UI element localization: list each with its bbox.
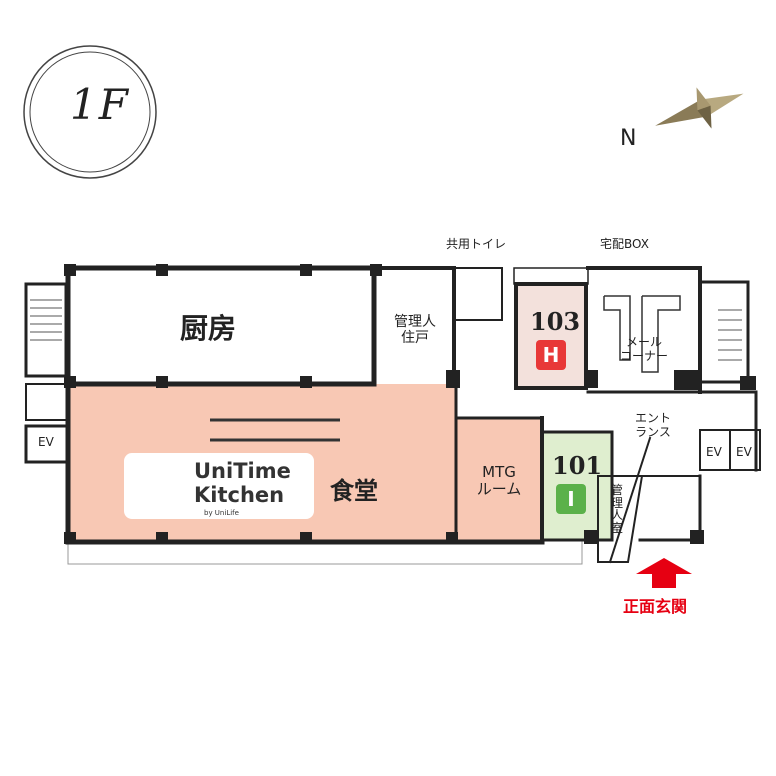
- manager-residence-line2: 住戸: [401, 330, 429, 347]
- mail-corner-label: メール コーナー: [618, 335, 670, 364]
- entrance-label: エント ランス: [630, 411, 676, 440]
- manager-office-char1: 管: [610, 483, 623, 497]
- walls: [24, 265, 761, 564]
- manager-residence-label: 管理人 住戸: [386, 314, 444, 346]
- mtg-room-line1: MTG: [482, 463, 516, 481]
- dining-label: 食堂: [330, 477, 378, 505]
- unit-103-tag: H: [536, 340, 566, 370]
- mtg-room-label: MTG ルーム: [462, 463, 536, 499]
- manager-office-char2: 理: [610, 495, 623, 510]
- logo-line1: UniTime: [194, 459, 291, 483]
- mail-corner-line1: メール: [625, 335, 662, 349]
- ev-label-left: EV: [38, 435, 54, 449]
- unit-103-number: 103: [530, 307, 581, 336]
- floor-label: 1F: [70, 80, 130, 129]
- logo-byline: by UniLife: [204, 509, 239, 517]
- kitchen-label: 厨房: [180, 312, 237, 345]
- shared-toilet-label: 共用トイレ: [446, 237, 507, 251]
- mailbox-structures: [603, 295, 681, 373]
- front-entrance-label: 正面玄関: [623, 597, 688, 616]
- ev-label-right2: EV: [736, 445, 752, 459]
- mail-corner-line2: コーナー: [619, 348, 668, 363]
- delivery-box-label: 宅配BOX: [600, 237, 649, 251]
- manager-office-char3: 人: [610, 508, 623, 523]
- floor-badge-circle: [23, 45, 157, 179]
- mtg-room-line2: ルーム: [476, 480, 522, 499]
- logo: UniTime Kitchen by UniLife: [124, 453, 314, 519]
- manager-office-char4: 室: [610, 520, 623, 535]
- counter-lines: [210, 418, 340, 442]
- front-entrance-arrow-icon: [636, 558, 692, 588]
- ev-label-right1: EV: [706, 445, 722, 459]
- compass-north-label: N: [620, 126, 637, 151]
- logo-line2: Kitchen: [194, 483, 285, 507]
- columns: [64, 264, 756, 544]
- unit-103-area: [516, 284, 586, 388]
- manager-residence-line1: 管理人: [394, 314, 436, 330]
- stair-treads: [30, 299, 742, 361]
- mtg-area: [456, 418, 542, 542]
- compass-icon: [655, 87, 744, 129]
- entrance-line1: エント: [634, 411, 671, 425]
- unit-101-number: 101: [552, 451, 603, 480]
- unit-101-tag: I: [556, 484, 586, 514]
- manager-office-label: 管 理 人 室: [606, 484, 628, 534]
- entrance-line2: ランス: [635, 424, 671, 439]
